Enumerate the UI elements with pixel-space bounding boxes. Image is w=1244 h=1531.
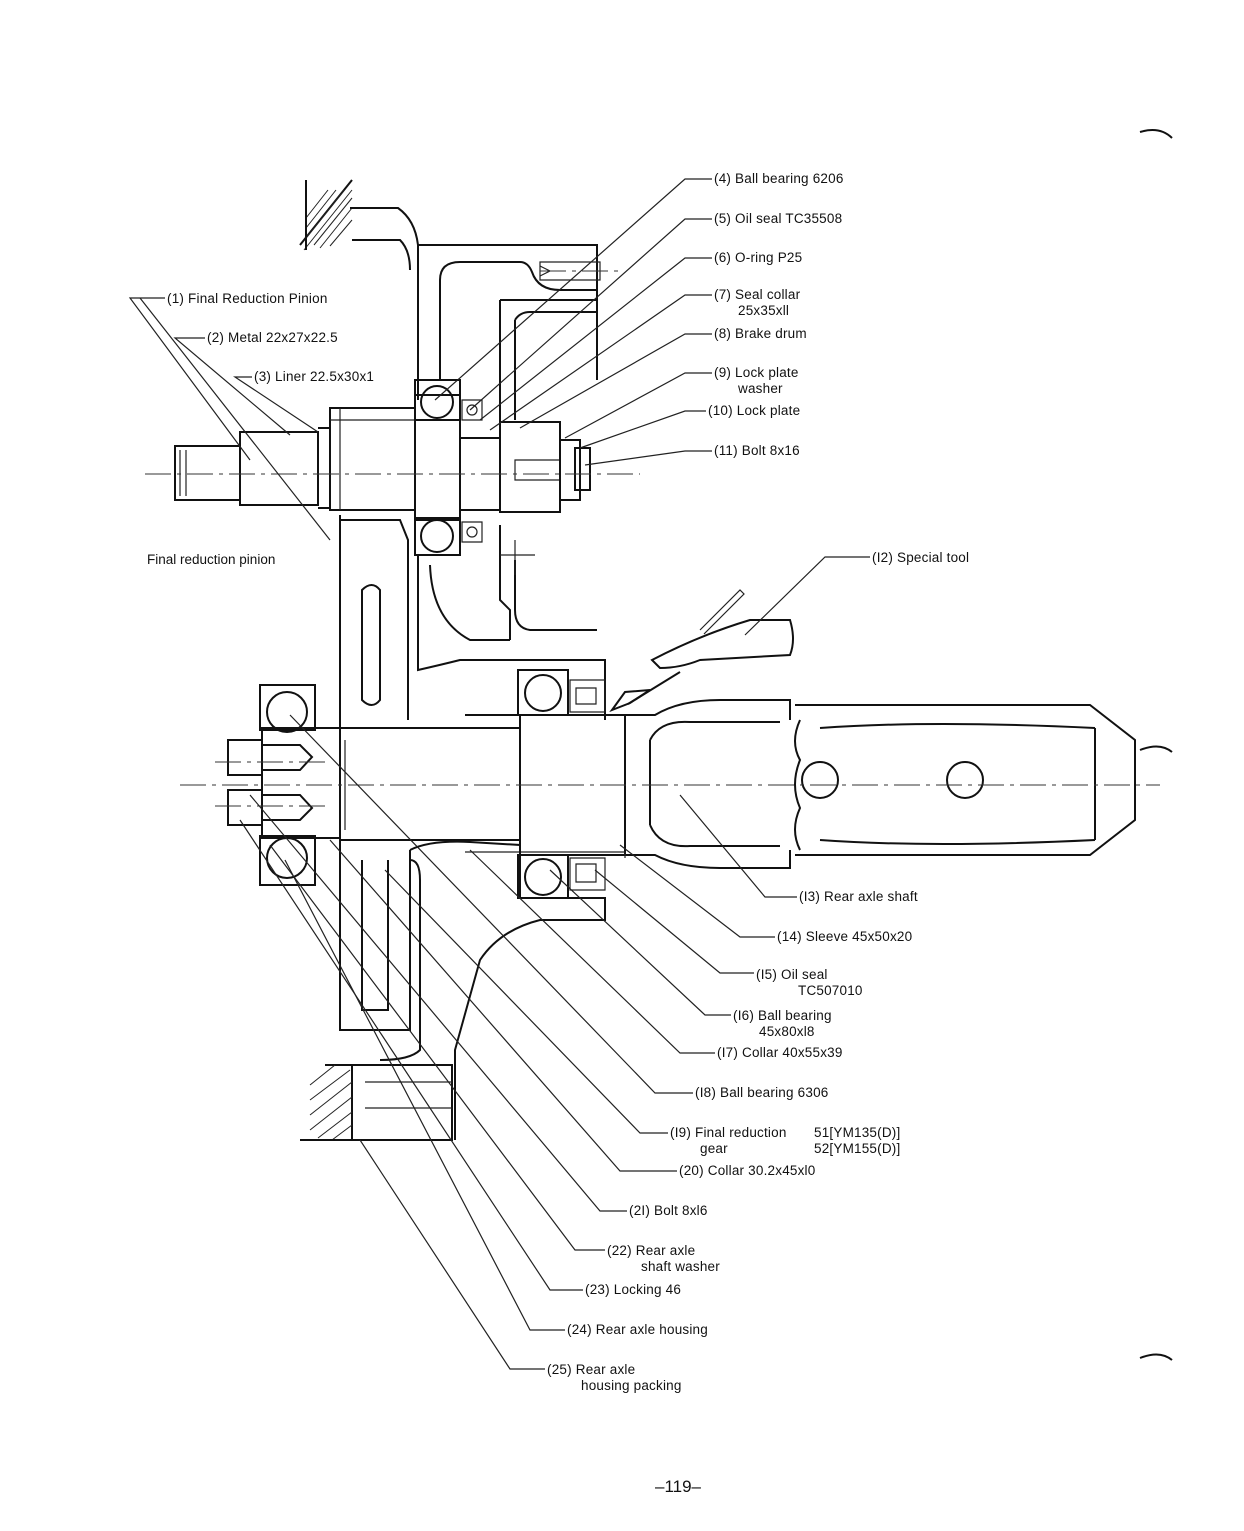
callout-ball-bearing-6306: (I8) Ball bearing 6306 — [695, 1085, 829, 1100]
rear-axle-housing — [300, 840, 606, 1141]
special-tool — [609, 589, 794, 713]
callout-sleeve: (14) Sleeve 45x50x20 — [777, 929, 913, 944]
callout-gear-model-ym155: 52[YM155(D)] — [814, 1141, 901, 1156]
callout-lock-plate: (10) Lock plate — [708, 403, 801, 418]
callout-liner: (3) Liner 22.5x30x1 — [254, 369, 375, 384]
callout-rear-axle-shaft: (I3) Rear axle shaft — [799, 889, 918, 904]
ball-bearing-6206 — [414, 379, 461, 556]
gear-housing — [339, 515, 606, 730]
callout-final-reduction-pinion: (1) Final Reduction Pinion — [167, 291, 328, 306]
callout-brake-drum: (8) Brake drum — [714, 326, 807, 341]
callout-o-ring-p25: (6) O-ring P25 — [714, 250, 803, 265]
callout-bolt-8x16: (11) Bolt 8x16 — [714, 443, 800, 458]
oil-seal-and-oring — [461, 399, 483, 543]
callout-bolt-8xl6: (2I) Bolt 8xl6 — [629, 1203, 708, 1218]
callout-collar-30-2: (20) Collar 30.2x45xl0 — [679, 1163, 816, 1178]
figure-caption: Final reduction pinion — [147, 552, 276, 567]
callout-locking-46: (23) Locking 46 — [585, 1282, 682, 1297]
housing-wall-hatch-top — [299, 179, 353, 251]
callout-metal: (2) Metal 22x27x22.5 — [207, 330, 338, 345]
page-number: –119– — [655, 1477, 702, 1496]
final-reduction-pinion-shaft — [174, 394, 591, 521]
leader-lines — [128, 178, 870, 1370]
callout-ball-bearing-6206: (4) Ball bearing 6206 — [714, 171, 844, 186]
callout-rear-axle-housing: (24) Rear axle housing — [567, 1322, 708, 1337]
callout-gear-model-ym135: 51[YM135(D)] — [814, 1125, 901, 1140]
callout-special-tool: (I2) Special tool — [872, 550, 970, 565]
rear-axle-assembly — [180, 669, 1160, 899]
callout-oil-seal-tc35508: (5) Oil seal TC35508 — [714, 211, 843, 226]
callout-collar-40x55x39: (I7) Collar 40x55x39 — [717, 1045, 843, 1060]
page-edge-arcs — [1139, 129, 1173, 1361]
